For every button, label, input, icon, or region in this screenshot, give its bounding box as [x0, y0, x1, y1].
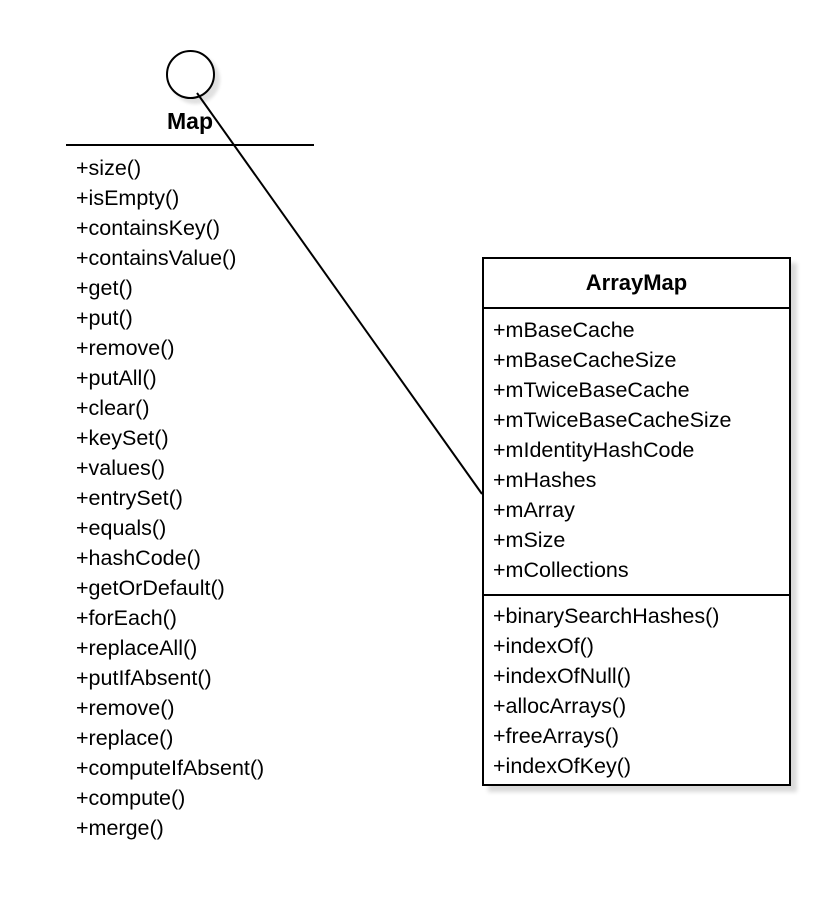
arraymap-field-item: +mHashes [493, 468, 597, 492]
arraymap-field-item: +mTwiceBaseCacheSize [493, 408, 732, 432]
map-method-item: +clear() [76, 396, 150, 420]
map-method-list: +size() +isEmpty() +containsKey() +contains… [76, 153, 264, 843]
arraymap-field-compartment: +mBaseCache +mBaseCacheSize +mTwiceBaseCac… [484, 309, 789, 596]
map-method-item: +replace() [76, 726, 174, 750]
map-interface-divider [66, 144, 314, 146]
arraymap-method-item: +indexOfKey() [493, 754, 632, 778]
arraymap-field-item: +mBaseCache [493, 318, 635, 342]
arraymap-field-item: +mIdentityHashCode [493, 438, 695, 462]
arraymap-method-item: +indexOf() [493, 634, 594, 658]
map-method-item: +put() [76, 306, 133, 330]
map-method-item: +keySet() [76, 426, 169, 450]
map-method-item: +hashCode() [76, 546, 201, 570]
map-method-item: +containsKey() [76, 216, 221, 240]
map-method-item: +containsValue() [76, 246, 237, 270]
arraymap-method-list: +binarySearchHashes() +indexOf() +indexOfN… [493, 601, 789, 781]
arraymap-field-item: +mSize [493, 528, 566, 552]
map-method-item: +equals() [76, 516, 167, 540]
arraymap-field-item: +mArray [493, 498, 575, 522]
arraymap-field-item: +mCollections [493, 558, 629, 582]
arraymap-class-name: ArrayMap [484, 259, 789, 309]
arraymap-method-compartment: +binarySearchHashes() +indexOf() +indexOfN… [484, 596, 789, 781]
map-method-item: +values() [76, 456, 166, 480]
map-method-item: +computeIfAbsent() [76, 756, 265, 780]
map-method-item: +size() [76, 156, 142, 180]
arraymap-method-item: +binarySearchHashes() [493, 604, 720, 628]
map-method-item: +getOrDefault() [76, 576, 225, 600]
arraymap-method-item: +allocArrays() [493, 694, 627, 718]
map-interface-circle [166, 50, 215, 99]
map-method-item: +forEach() [76, 606, 177, 630]
map-method-item: +get() [76, 276, 133, 300]
arraymap-method-item: +freeArrays() [493, 724, 620, 748]
map-method-item: +putAll() [76, 366, 157, 390]
arraymap-method-item: +indexOfNull() [493, 664, 632, 688]
arraymap-field-item: +mTwiceBaseCache [493, 378, 690, 402]
map-method-item: +remove() [76, 336, 175, 360]
map-method-item: +entrySet() [76, 486, 183, 510]
map-method-item: +replaceAll() [76, 636, 198, 660]
map-method-item: +merge() [76, 816, 164, 840]
map-method-item: +compute() [76, 786, 186, 810]
map-interface-name: Map [167, 108, 213, 134]
arraymap-field-list: +mBaseCache +mBaseCacheSize +mTwiceBaseCac… [493, 315, 789, 585]
arraymap-class-box: ArrayMap +mBaseCache +mBaseCacheSize +mTwi… [482, 257, 791, 786]
map-method-item: +isEmpty() [76, 186, 180, 210]
map-method-item: +remove() [76, 696, 175, 720]
map-method-item: +putIfAbsent() [76, 666, 212, 690]
arraymap-field-item: +mBaseCacheSize [493, 348, 677, 372]
